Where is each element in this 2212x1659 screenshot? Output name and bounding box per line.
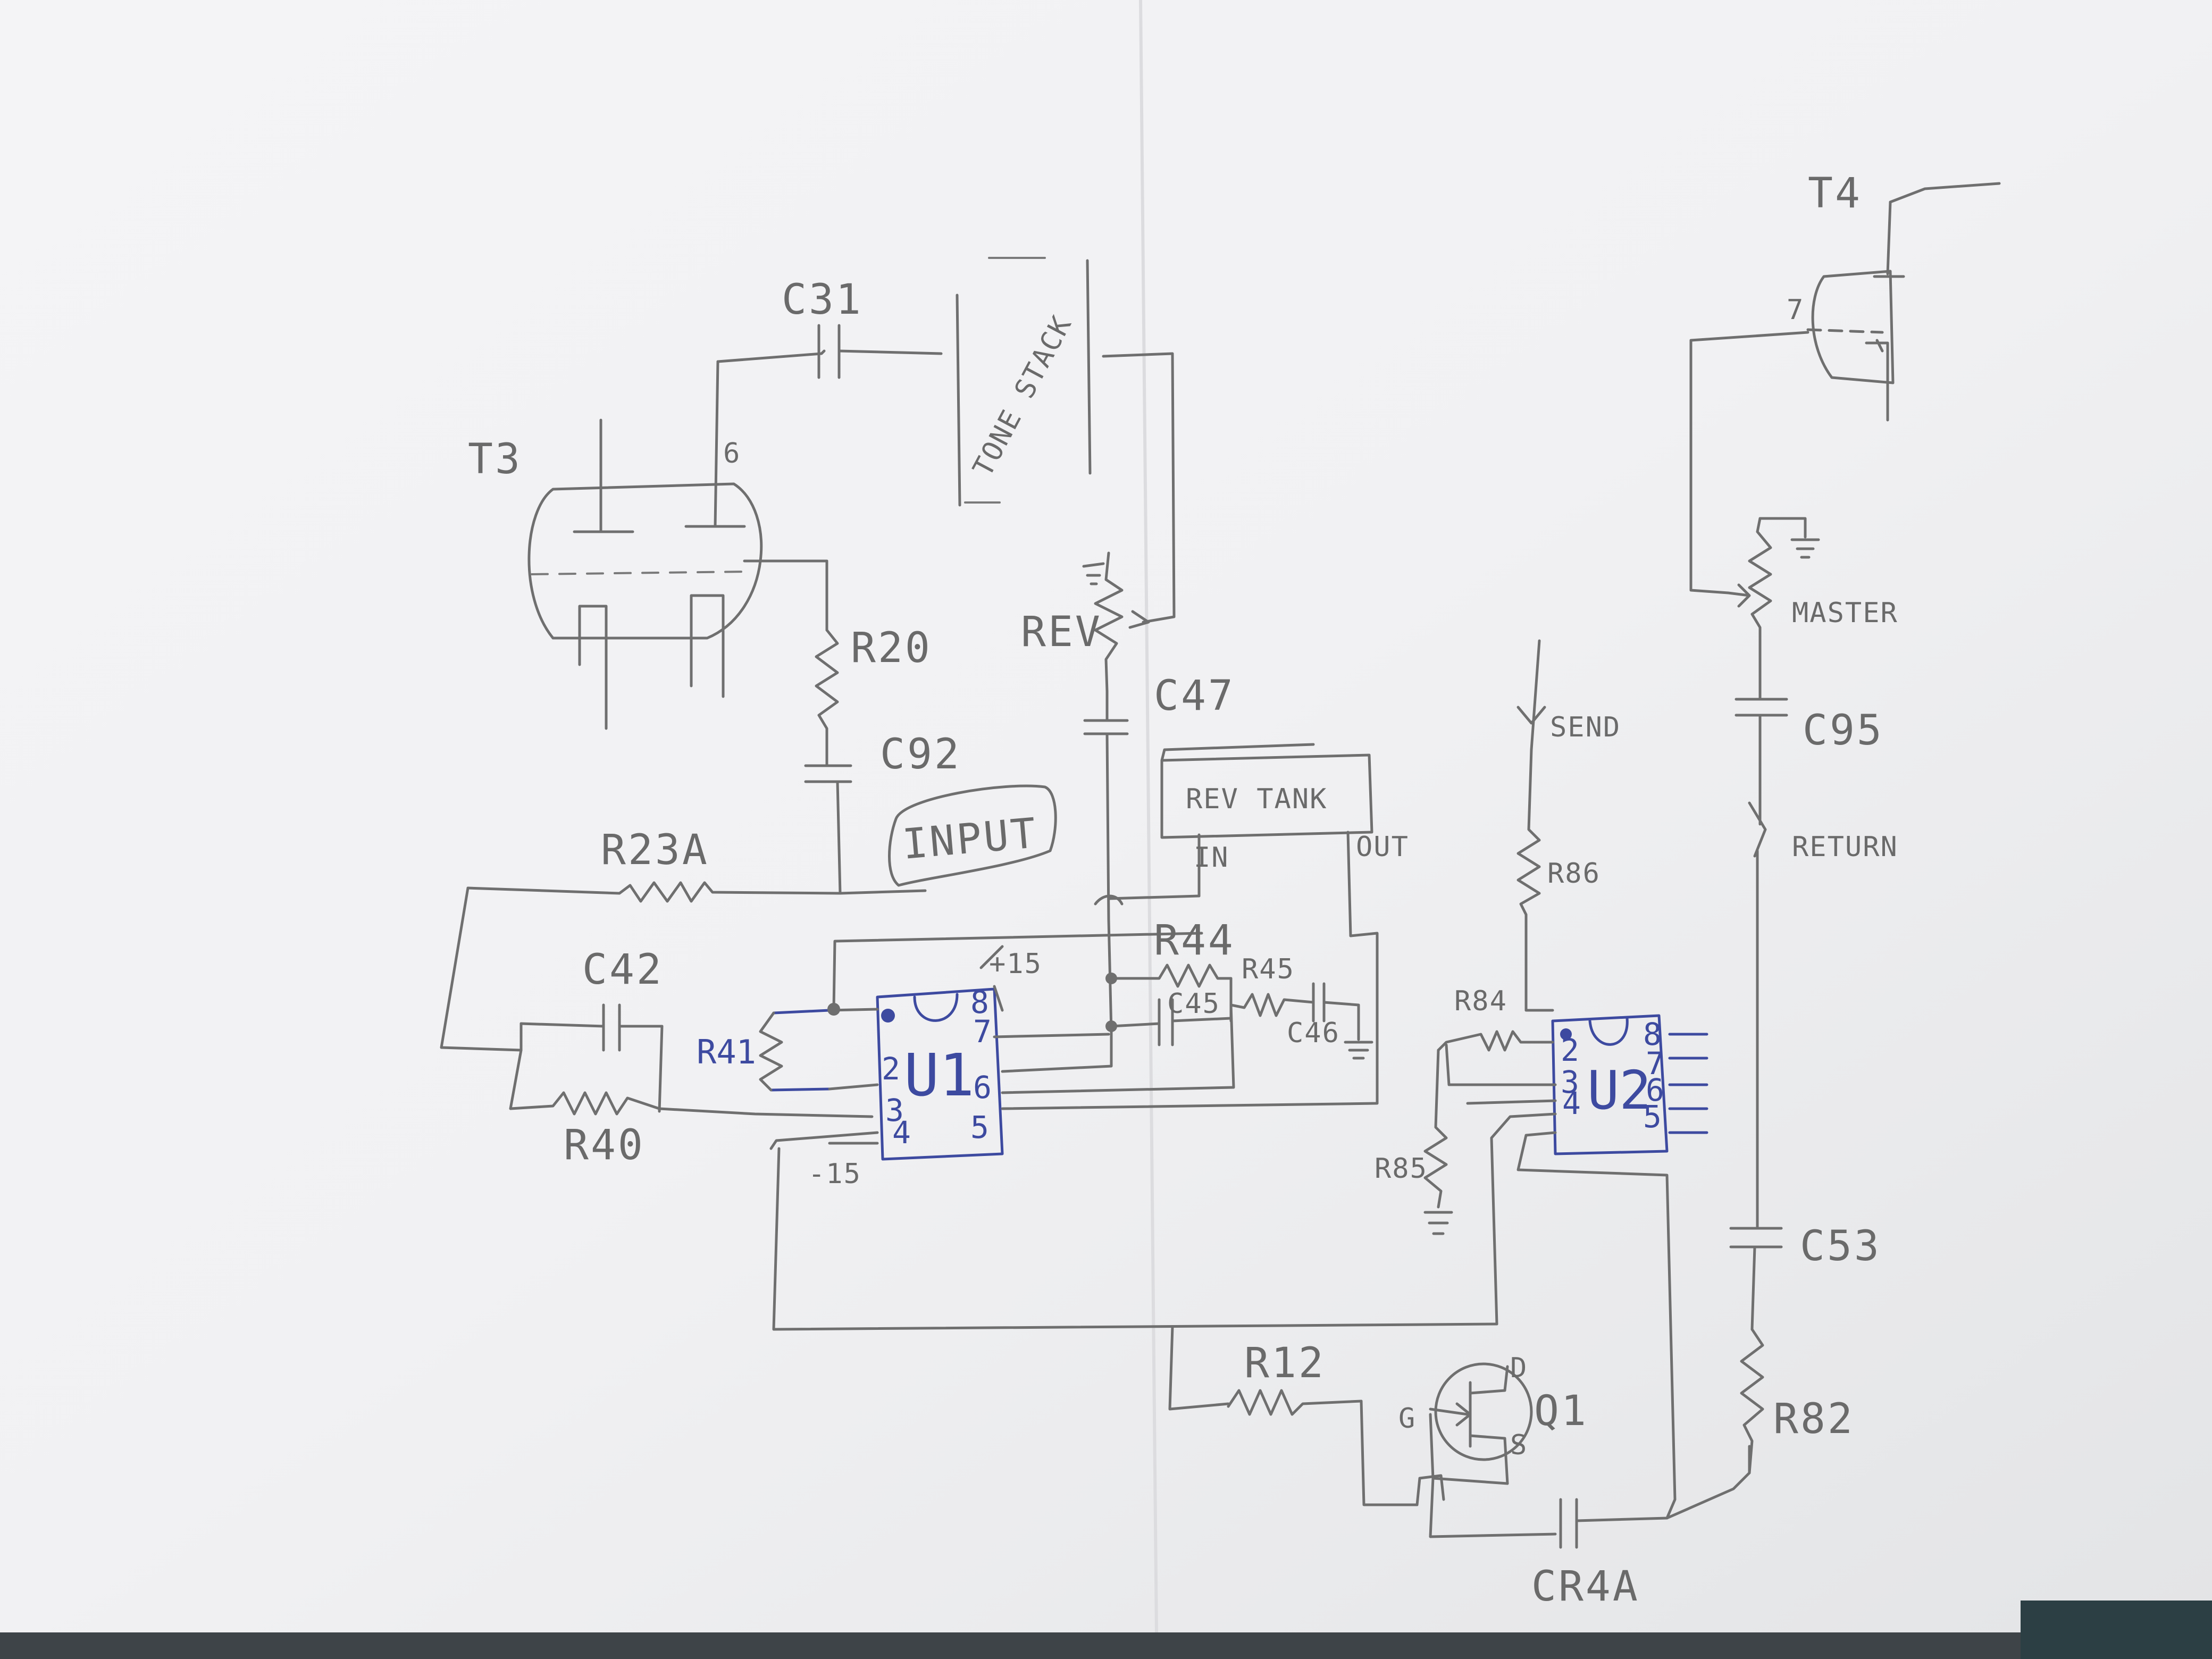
label-q1-source: S [1510, 1429, 1528, 1461]
label-master: MASTER [1792, 597, 1898, 629]
label-r12: R12 [1244, 1339, 1326, 1387]
u2-label: U2 [1587, 1059, 1651, 1121]
resistor-r82 [1740, 1328, 1764, 1474]
label-c47: C47 [1154, 672, 1235, 720]
resistor-r23a [466, 881, 842, 903]
label-plus15: +15 [989, 948, 1042, 980]
label-tank-out: OUT [1356, 831, 1409, 863]
label-tank-in: IN [1194, 842, 1229, 874]
label-c46: C46 [1287, 1017, 1340, 1049]
label-r86: R86 [1547, 858, 1601, 890]
label-c95: C95 [1803, 707, 1884, 755]
resistor-r20 [815, 629, 839, 767]
label-r23a: R23A [601, 826, 709, 874]
label-t3-pin-6: 6 [723, 438, 741, 470]
label-r20: R20 [851, 624, 932, 672]
opamp-u1 [876, 987, 1004, 1161]
resistor-r45 [1229, 993, 1315, 1017]
label-c53: C53 [1800, 1222, 1881, 1270]
resistor-r86 [1516, 748, 1541, 1012]
u2-pin-7: 7 [1646, 1045, 1664, 1082]
label-q1: Q1 [1534, 1387, 1588, 1435]
label-input: INPUT [901, 809, 1040, 869]
label-c92: C92 [880, 731, 961, 778]
label-return: RETURN [1792, 831, 1898, 863]
resistor-r41 [759, 1009, 831, 1092]
label-c31: C31 [782, 276, 863, 324]
capacitor-c92 [804, 764, 852, 783]
u2-pin-4: 4 [1562, 1085, 1581, 1121]
label-cr4a: CR4A [1531, 1563, 1640, 1611]
potentiometer-rev [1082, 551, 1150, 693]
label-r85: R85 [1375, 1153, 1428, 1185]
return-jack [1748, 801, 1767, 858]
label-q1-gate: G [1398, 1403, 1416, 1435]
label-rev-pot: REV [1021, 608, 1102, 656]
label-t4: T4 [1808, 170, 1862, 217]
label-r84: R84 [1454, 985, 1507, 1017]
resistor-r40 [509, 1049, 661, 1116]
u1-pin-3: 3 [885, 1092, 904, 1128]
resistor-r85 [1423, 1049, 1453, 1235]
u1-pin-4: 4 [892, 1115, 911, 1151]
label-r40: R40 [564, 1121, 645, 1169]
capacitor-c42 [520, 1003, 664, 1113]
label-minus15: -15 [808, 1158, 861, 1190]
input-box [888, 784, 1057, 887]
capacitor-c46 [1312, 982, 1373, 1060]
potentiometer-master [1727, 517, 1820, 701]
u1-pin-5: 5 [970, 1109, 989, 1145]
tone-stack [956, 257, 1092, 507]
tube-t3 [527, 360, 828, 730]
label-t4-pin-7: 7 [1787, 294, 1804, 326]
send-jack [1516, 639, 1546, 751]
opamp-u2 [1551, 1014, 1708, 1155]
u1-pin-8: 8 [970, 984, 989, 1020]
resistor-r12 [1227, 1389, 1363, 1416]
label-c42: C42 [582, 946, 664, 994]
u2-pin-6: 6 [1646, 1072, 1664, 1108]
u1-label: U1 [904, 1041, 974, 1109]
u2-pin-2: 2 [1561, 1032, 1579, 1068]
label-t3: T3 [468, 435, 522, 483]
label-r44: R44 [1154, 917, 1235, 965]
label-r82: R82 [1773, 1395, 1855, 1443]
paper-fold [1139, 0, 1158, 1633]
label-q1-drain: D [1510, 1352, 1528, 1384]
label-send: SEND [1550, 711, 1621, 743]
label-r41: R41 [697, 1033, 756, 1071]
u1-pin-7: 7 [973, 1013, 992, 1050]
tube-t4 [1806, 182, 2001, 422]
label-r45: R45 [1242, 953, 1295, 985]
label-rev-tank: REV TANK [1186, 783, 1327, 815]
resistor-r84 [1437, 1030, 1554, 1052]
capacitor-c45 [1110, 998, 1233, 1046]
u1-pin-2: 2 [882, 1051, 900, 1087]
reverb-tank [1160, 743, 1373, 937]
u2-pin-5: 5 [1643, 1099, 1662, 1135]
u1-pin-6: 6 [973, 1069, 992, 1105]
u2-pin-3: 3 [1561, 1064, 1579, 1100]
resistor-r44 [1110, 963, 1233, 988]
u2-pin-8: 8 [1643, 1016, 1662, 1052]
label-c45: C45 [1167, 988, 1220, 1020]
